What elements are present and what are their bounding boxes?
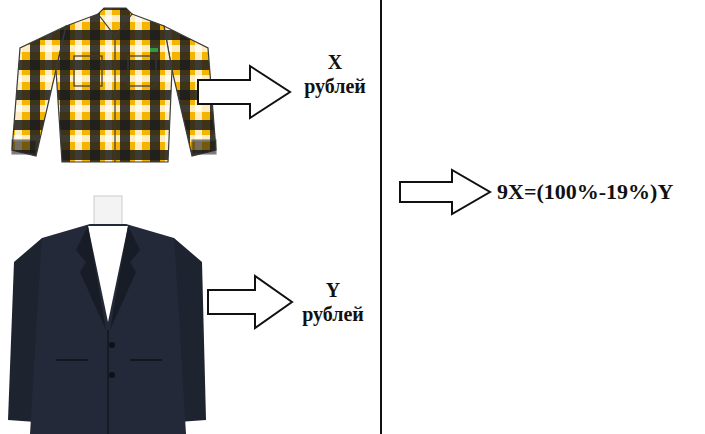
suit-button [109, 372, 115, 378]
block-arrow [208, 276, 292, 328]
shirt-collar [98, 8, 132, 36]
suit-seam [107, 330, 109, 434]
suit-lapel [76, 226, 106, 330]
block-arrow [400, 170, 490, 214]
shirt-pocket [128, 56, 156, 86]
price-label: X рублей [304, 50, 366, 98]
suit-button [109, 342, 115, 348]
suit-pocket [56, 359, 88, 361]
shirt-cuff [192, 140, 216, 154]
divider-line [380, 0, 382, 434]
shirt-placket [114, 36, 115, 162]
shirt-tag [150, 48, 158, 52]
suit-picture [8, 196, 206, 434]
shirt-body [56, 14, 172, 162]
shirt-pocket [74, 56, 102, 86]
suit-jacket [30, 224, 186, 434]
suit-pocket [130, 359, 162, 361]
suit-lapel [110, 226, 140, 330]
block-arrow [198, 66, 290, 118]
shirt-cuff [12, 140, 36, 154]
shirt-picture [12, 8, 216, 162]
price-label: Y рублей [302, 278, 364, 326]
equation-label: 9X=(100%-19%)Y [497, 179, 673, 205]
